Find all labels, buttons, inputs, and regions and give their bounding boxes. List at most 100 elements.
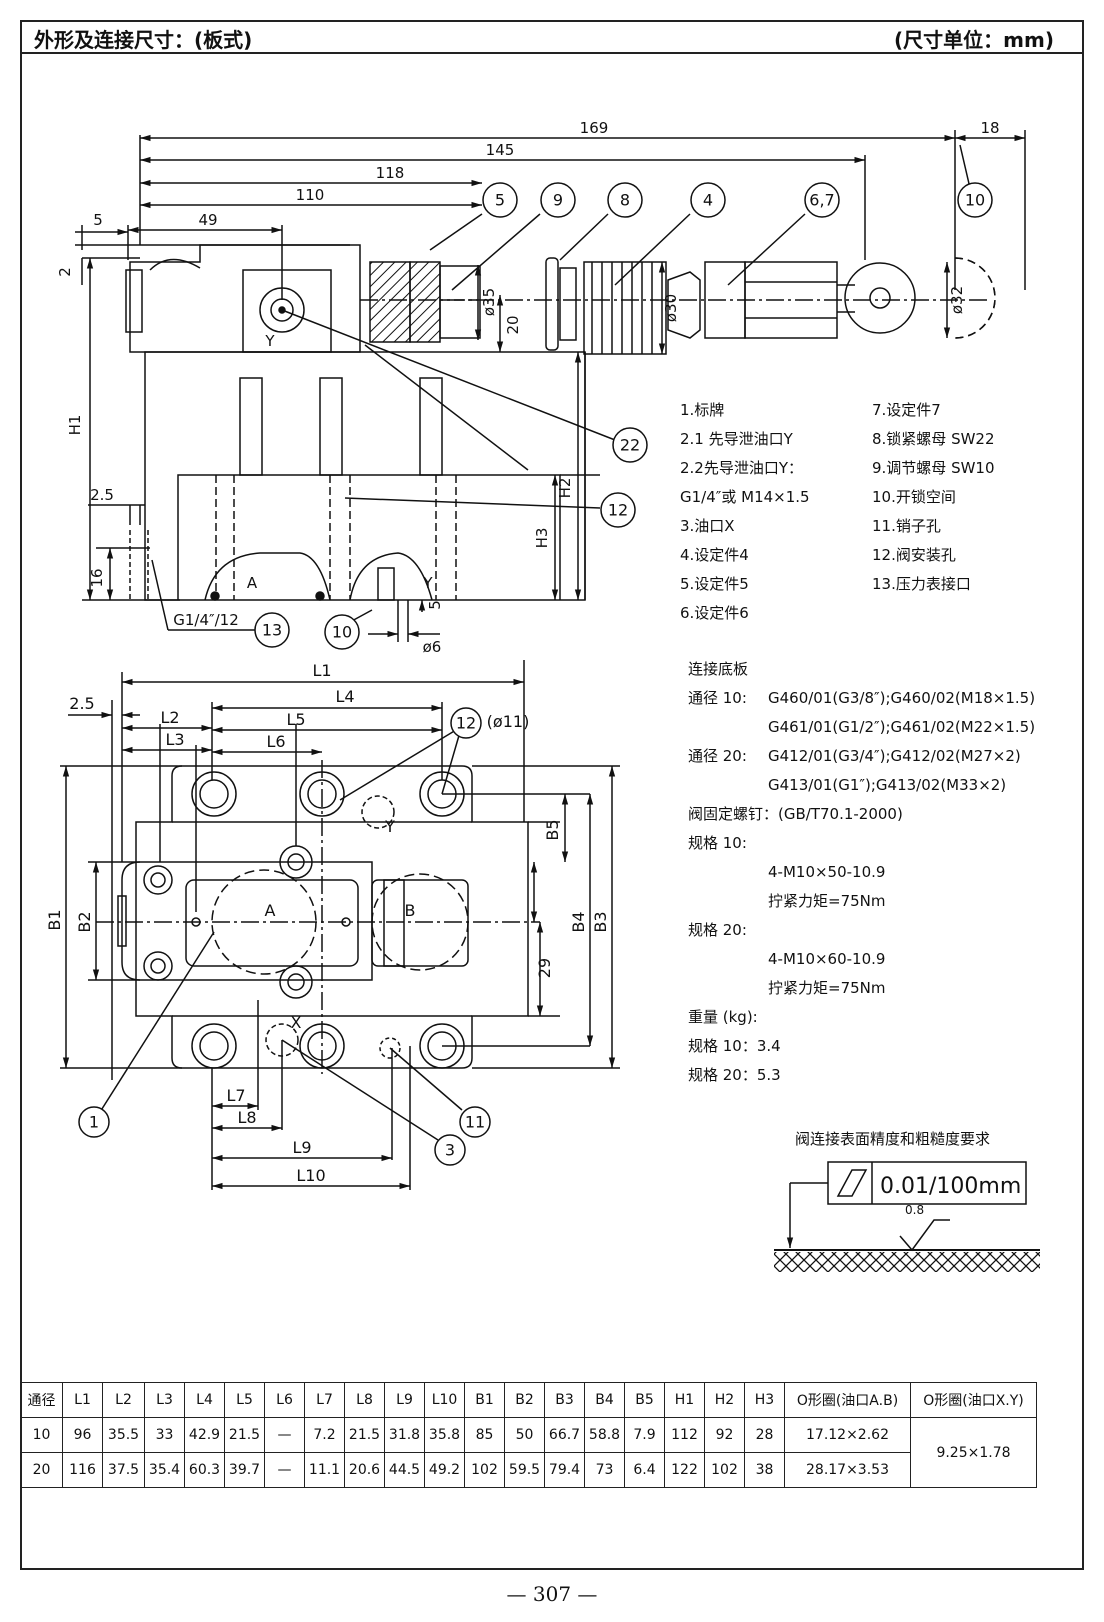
dim-2: 2 [56,267,74,277]
port-x-plan: X [291,1013,302,1032]
table-header: H2 [704,1382,745,1418]
weight-20: 规格 20：5.3 [688,1066,781,1084]
balloon-10a-text: 10 [965,191,985,210]
dim-l7: L7 [226,1086,245,1105]
balloon-22 [612,427,648,463]
d10-line2: G461/01(G1/2″);G461/02(M22×1.5) [768,718,1036,736]
dim-b3: B3 [591,911,610,932]
legend-item: 12.阀安装孔 [872,546,956,564]
table-header: L6 [264,1382,305,1418]
balloon-3 [434,1134,466,1166]
table-cell-xy-oring: 9.25×1.78 [910,1417,1037,1488]
dim-l10: L10 [296,1166,325,1185]
s20-torque: 拧紧力矩=75Nm [768,979,886,997]
legend-item: 6.设定件6 [680,604,749,622]
legend-item: 2.2先导泄油口Y： [680,459,804,477]
balloon-6-7-text: 6,7 [809,191,834,210]
page-frame [20,20,1084,1570]
legend-right: 7.设定件7 8.锁紧螺母 SW22 9.调节螺母 SW10 10.开锁空间 1… [872,396,995,599]
d20-label: 通径 20: [688,747,747,765]
unit-note: (尺寸单位：mm) [894,28,1054,52]
dim-dia35: ø35 [480,288,498,316]
table-header: L7 [304,1382,345,1418]
s10-bolt: 4-M10×50-10.9 [768,863,886,881]
balloon-1 [78,1106,110,1138]
s10-torque: 拧紧力矩=75Nm [768,892,886,910]
surface-symbol [774,1161,1040,1272]
balloon-11-text: 11 [465,1113,485,1132]
legend-item: 3.油口X [680,517,735,535]
table-header: L1 [62,1382,103,1418]
weight-title: 重量 (kg): [688,1008,758,1026]
table-cell: 6.4 [624,1452,665,1488]
table-cell: 96 [62,1417,103,1453]
balloon-1-text: 1 [89,1113,99,1132]
table-cell: 28 [744,1417,785,1453]
legend-item: 5.设定件5 [680,575,749,593]
dim-l3: L3 [165,730,184,749]
table-cell: — [264,1452,305,1488]
roughness-value: 0.8 [905,1203,924,1217]
table-row: 10 96 35.5 33 42.9 21.5 — 7.2 21.5 31.8 … [20,1417,1037,1488]
port-y-bottom: Y [422,574,433,592]
legend-item: 1.标牌 [680,401,725,419]
table-cell: 7.2 [304,1417,345,1453]
table-cell: 38 [744,1452,785,1488]
table-cell: 21.5 [344,1417,385,1453]
port-a-plan: A [265,901,276,920]
balloon-13-text: 13 [262,621,282,640]
table-cell: 35.4 [144,1452,185,1488]
subplate-title: 连接底板 [688,660,749,678]
dim-2-5-plan: 2.5 [69,694,94,713]
dim-18: 18 [980,119,999,137]
plan-view-dims: L1 L4 2.5 L2 L5 L3 L6 B5 B1 B2 B4 B3 29 … [45,661,610,1185]
table-cell: 10 [20,1417,63,1453]
table-cell: 20.6 [344,1452,385,1488]
balloon-10a [957,182,993,218]
plan-view-balloons [78,707,491,1166]
balloon-4 [690,182,726,218]
table-header: O形圈(油口A.B) [784,1382,911,1418]
table-header: H3 [744,1382,785,1418]
dim-l4: L4 [335,687,354,706]
legend-item: 11.销子孔 [872,517,941,535]
table-cell: 17.12×2.62 [784,1417,911,1453]
top-view [75,130,1026,642]
balloon-12 [600,492,636,528]
d20-line2: G413/01(G1″);G413/02(M33×2) [768,776,1007,794]
legend-item: 7.设定件7 [872,401,941,419]
screws-title: 阀固定螺钉：(GB/T70.1-2000) [688,805,903,823]
dim-2-5: 2.5 [90,486,114,504]
table-row: 20 116 37.5 35.4 60.3 39.7 — 11.1 20.6 4… [20,1452,1037,1488]
dim-169: 169 [580,119,609,137]
balloon-8 [607,182,643,218]
dim-5: 5 [93,211,103,229]
spec-notes: 连接底板 通径 10:G460/01(G3/8″);G460/02(M18×1.… [688,655,1035,1090]
balloon-13 [254,612,290,648]
table-header: L5 [224,1382,265,1418]
dim-dia30: ø30 [662,294,680,322]
table-cell: 35.5 [102,1417,145,1453]
table-cell: 33 [144,1417,185,1453]
table-cell: 20 [20,1452,63,1488]
d20-line1: G412/01(G3/4″);G412/02(M27×2) [768,747,1021,765]
d10-label: 通径 10: [688,689,747,707]
dimension-table: 通径 L1 L2 L3 L4 L5 L6 L7 L8 L9 L10 B1 B2 … [20,1382,1037,1560]
table-cell: 35.8 [424,1417,465,1453]
table-cell: 60.3 [184,1452,225,1488]
legend-left: 1.标牌 2.1 先导泄油口Y 2.2先导泄油口Y： G1/4″或 M14×1.… [680,396,810,628]
dim-110: 110 [296,186,325,204]
table-cell: 11.1 [304,1452,345,1488]
table-cell: 42.9 [184,1417,225,1453]
balloon-3-text: 3 [445,1141,455,1160]
table-cell: 85 [464,1417,505,1453]
table-cell: 66.7 [544,1417,585,1453]
table-cell: 50 [504,1417,545,1453]
legend-item: 13.压力表接口 [872,575,971,593]
dim-l5: L5 [286,710,305,729]
plan-view [60,660,620,1190]
balloon-12-plan [450,707,482,739]
balloon-12-text: 12 [608,501,628,520]
table-cell: — [264,1417,305,1453]
balloon-5 [482,182,518,218]
